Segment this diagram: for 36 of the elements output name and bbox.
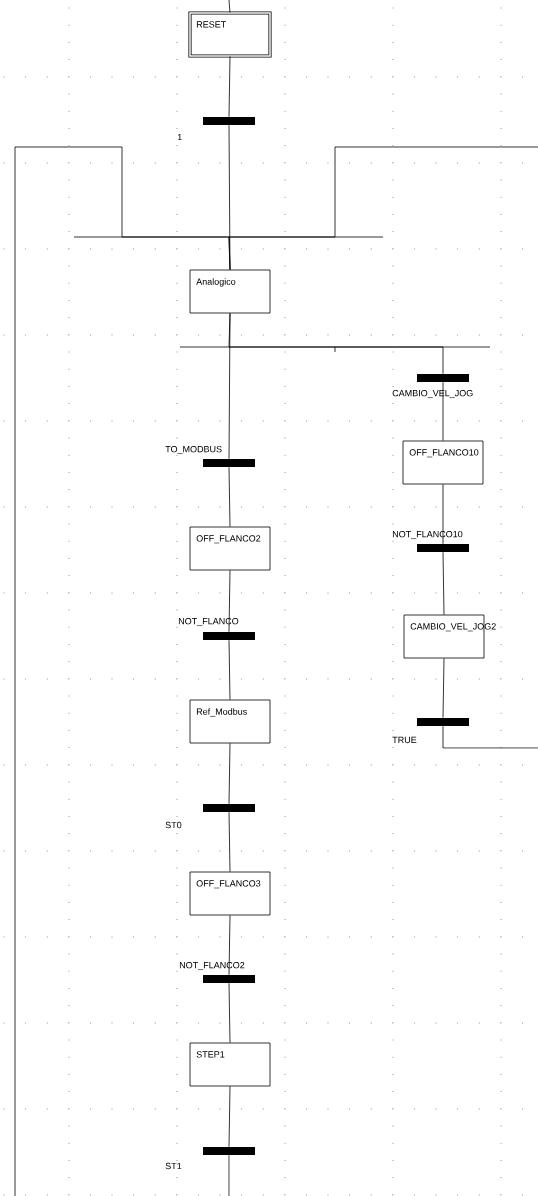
connector-line: [14, 146, 231, 1196]
initial-step-box: RESET: [188, 11, 272, 58]
connector-line: [228, 56, 231, 118]
connector-line: [228, 146, 538, 270]
connector-line: [228, 0, 231, 13]
connector-line: [228, 743, 231, 805]
transition-label: ST0: [165, 821, 182, 829]
connector-line: [228, 915, 231, 976]
connector-line: [228, 1154, 230, 1196]
transition-label: NOT_FLANCO2: [179, 961, 245, 971]
connector-line: [228, 313, 444, 375]
connector-line: [442, 725, 538, 749]
transition-label: TRUE: [392, 736, 417, 744]
connector-line: [442, 551, 445, 615]
connector-line: [442, 381, 444, 441]
connector-line: [442, 658, 445, 719]
step-box: Ref_Modbus: [189, 699, 271, 744]
connector-line: [228, 639, 231, 700]
transition-label: CAMBIO_VEL_JOG: [392, 389, 473, 399]
connector-line: [228, 982, 231, 1043]
step-box: Analogico: [189, 269, 271, 314]
step-box: CAMBIO_VEL_JOG2: [403, 614, 496, 659]
step-box: STEP1: [189, 1042, 271, 1087]
step-box: OFF_FLANCO10: [402, 440, 484, 485]
step-box: OFF_FLANCO2: [189, 526, 271, 571]
transition-label: NOT_FLANCO: [178, 617, 239, 627]
transition-label: ST1: [165, 1162, 182, 1170]
connector-line: [228, 811, 231, 872]
step-box: OFF_FLANCO3: [189, 871, 271, 916]
connector-line: [228, 466, 231, 527]
transition-label: TO_MODBUS: [165, 445, 222, 455]
connector-line: [228, 570, 231, 633]
connector-line: [442, 484, 444, 545]
connector-line: [228, 1086, 231, 1148]
transition-label: 1: [177, 133, 182, 141]
transition-label: NOT_FLANCO10: [392, 530, 463, 540]
